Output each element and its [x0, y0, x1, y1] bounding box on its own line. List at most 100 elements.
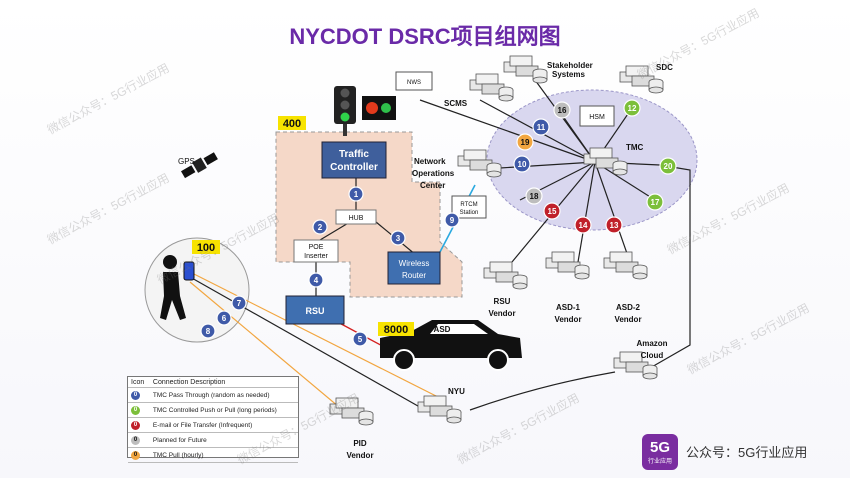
rsu-vendor-label-2: Vendor	[488, 309, 515, 318]
asd2-vendor-label-1: ASD-2	[616, 303, 641, 312]
marker-16	[553, 101, 571, 119]
rsu-vendor-label-1: RSU	[494, 297, 511, 306]
pedestrian-links	[189, 271, 441, 413]
nyu-label: NYU	[448, 387, 465, 396]
wireless-router	[387, 251, 441, 285]
marker-20	[659, 157, 677, 175]
stakeholder-server-icon	[503, 55, 548, 84]
asd2-vendor-server-icon	[603, 251, 648, 280]
asd-label: ASD	[434, 325, 451, 334]
nyu-server-icon	[417, 395, 462, 424]
marker-2-label: 2	[318, 223, 323, 232]
asd1-vendor-label-2: Vendor	[554, 315, 581, 324]
marker-17-label: 17	[651, 198, 660, 207]
stakeholder-label-1: Stakeholder	[547, 61, 593, 70]
rsu-vendor-server-icon	[483, 261, 528, 290]
marker-6-label: 6	[222, 314, 227, 323]
marker-8-label: 8	[206, 327, 211, 336]
amazon-nyu-link	[469, 371, 616, 411]
marker-2	[312, 219, 328, 235]
marker-5	[352, 331, 368, 347]
connection-markers: 1 2 3 4 5 6 7 8 9 10 11 12 13 14 15 16 1…	[200, 99, 677, 347]
traffic-light-icon	[334, 86, 356, 136]
legend-dot-gray: 0	[131, 435, 140, 445]
marker-13	[605, 216, 623, 234]
pid-label-1: PID	[353, 439, 367, 448]
pid-server-icon	[329, 397, 374, 426]
hub	[335, 209, 377, 225]
badge-100	[192, 240, 220, 254]
noc-label-3: Center	[420, 181, 445, 190]
marker-8	[200, 323, 216, 339]
marker-1-label: 1	[354, 190, 359, 199]
badge-100-label: 100	[197, 242, 215, 254]
marker-16-label: 16	[558, 106, 567, 115]
poe-label-2: Inserter	[304, 253, 328, 260]
asd2-vendor-label-2: Vendor	[614, 315, 641, 324]
gps-satellite-icon	[181, 152, 218, 179]
marker-15-label: 15	[548, 207, 557, 216]
account-label: 公众号：5G行业应用	[686, 445, 808, 460]
wireless-label-1: Wireless	[399, 259, 430, 268]
legend-header-icon: Icon	[128, 377, 150, 388]
marker-3-label: 3	[396, 234, 401, 243]
marker-4	[308, 272, 324, 288]
page-title: NYCDOT DSRC项目组网图	[289, 24, 560, 49]
asd1-vendor-server-icon	[545, 251, 590, 280]
brand-footer: 5G 行业应用 公众号：5G行业应用	[640, 432, 840, 472]
rsu-box	[285, 295, 345, 325]
legend-dot-blue: 0	[131, 390, 140, 400]
noc-label-2: Operations	[412, 169, 455, 178]
marker-18-label: 18	[530, 192, 539, 201]
pedestrian-signal-icon	[362, 96, 396, 120]
marker-5-label: 5	[358, 335, 363, 344]
marker-7	[231, 295, 247, 311]
legend-table: Icon Connection Description 0 TMC Pass T…	[127, 376, 299, 463]
marker-10	[513, 155, 531, 173]
marker-19	[516, 133, 534, 151]
5g-logo: 5G 行业应用	[642, 434, 678, 470]
nws-label: NWS	[407, 80, 421, 86]
badge-400-label: 400	[283, 118, 301, 130]
legend-desc: E-mail or File Transfer (Infrequent)	[149, 417, 298, 433]
marker-10-label: 10	[518, 160, 527, 169]
marker-13-label: 13	[610, 221, 619, 230]
rtcm-label-2: Station	[460, 210, 479, 216]
pid-label-2: Vendor	[346, 451, 373, 460]
marker-12	[623, 99, 641, 117]
legend-dot-orange: 0	[131, 450, 140, 460]
marker-9	[444, 212, 460, 228]
legend-dot-green: 0	[131, 405, 140, 415]
noc-label-1: Network	[414, 157, 446, 166]
rsu-label: RSU	[305, 306, 324, 316]
tmc-label: TMC	[626, 143, 644, 152]
gps-label: GPS	[178, 157, 195, 166]
marker-14-label: 14	[579, 221, 588, 230]
marker-15	[543, 202, 561, 220]
hub-label: HUB	[349, 215, 364, 222]
legend-dot-red: 0	[131, 420, 140, 430]
marker-14	[574, 216, 592, 234]
legend-row: 0 Planned for Future	[128, 432, 298, 448]
legend-row: 0 E-mail or File Transfer (Infrequent)	[128, 417, 298, 433]
legend-desc: TMC Controlled Push or Pull (long period…	[149, 402, 298, 418]
car-icon	[380, 320, 522, 371]
badge-8000-label: 8000	[384, 324, 408, 336]
scms-label: SCMS	[444, 99, 468, 108]
legend-desc: TMC Pull (hourly)	[149, 447, 298, 463]
marker-4-label: 4	[314, 276, 319, 285]
stakeholder-label-2: Systems	[552, 70, 585, 79]
sdc-label: SDC	[656, 63, 673, 72]
legend-header-desc: Connection Description	[149, 377, 298, 388]
marker-18	[525, 187, 543, 205]
scms-server-icon	[469, 73, 514, 102]
hsm-label: HSM	[589, 114, 605, 121]
marker-7-label: 7	[237, 299, 242, 308]
poe-label-1: POE	[309, 244, 324, 251]
logo-big-text: 5G	[649, 439, 670, 456]
marker-3	[390, 230, 406, 246]
traffic-controller-label-2: Controller	[330, 162, 378, 173]
asd1-vendor-label-1: ASD-1	[556, 303, 581, 312]
